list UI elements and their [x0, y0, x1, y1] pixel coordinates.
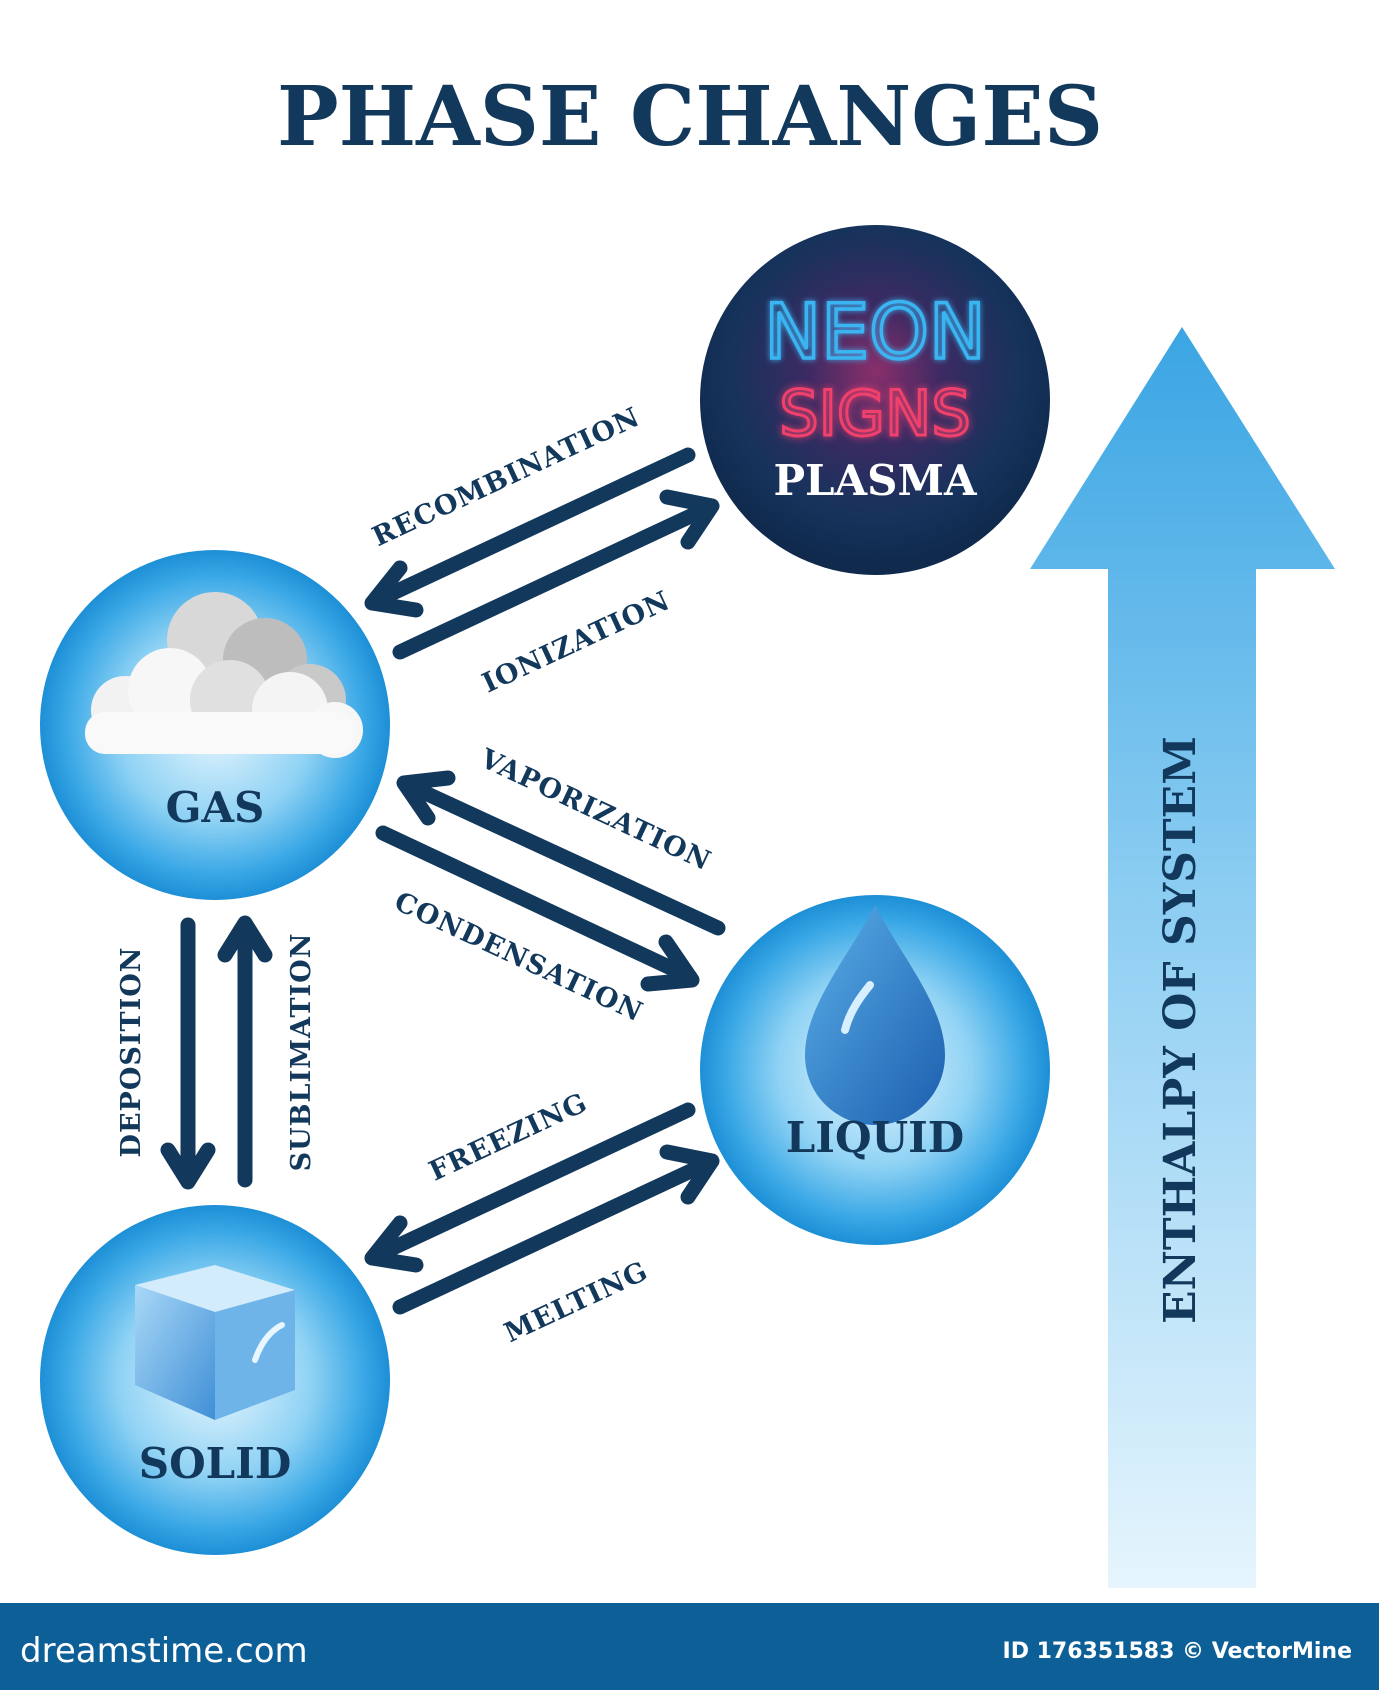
- plasma-label: PLASMA: [773, 456, 978, 505]
- deposition-label: DEPOSITION: [116, 947, 147, 1158]
- gas-sphere: GAS: [40, 550, 390, 900]
- neon-sign-line1: NEON: [764, 287, 986, 376]
- solid-sphere: SOLID: [40, 1205, 390, 1555]
- sublimation-arrow: [217, 915, 273, 1188]
- gas-label: GAS: [166, 783, 265, 832]
- enthalpy-arrow: ENTHALPY OF SYSTEM: [1030, 327, 1335, 1588]
- page-title: PHASE CHANGES: [277, 69, 1103, 165]
- liquid-label: LIQUID: [786, 1113, 964, 1162]
- freezing-arrow: [364, 1102, 696, 1273]
- melting-arrow: [392, 1144, 720, 1315]
- neon-sign-line2: SIGNS: [779, 377, 970, 450]
- ice-cube-icon: [135, 1265, 295, 1420]
- recombination-arrow: [364, 447, 696, 618]
- cloud-icon: [85, 592, 363, 758]
- plasma-sphere: NEON SIGNS PLASMA: [700, 225, 1050, 575]
- condensation-arrow: [375, 825, 700, 992]
- vaporization-arrow: [396, 770, 726, 936]
- vaporization-label: VAPORIZATION: [474, 743, 715, 878]
- ionization-arrow: [392, 489, 720, 660]
- water-drop-icon: [805, 905, 945, 1125]
- deposition-arrow: [160, 917, 216, 1190]
- enthalpy-label: ENTHALPY OF SYSTEM: [1155, 736, 1206, 1324]
- solid-label: SOLID: [139, 1439, 292, 1488]
- condensation-label: CONDENSATION: [390, 886, 648, 1028]
- footer-credit: ID 176351583 © VectorMine: [1003, 1639, 1352, 1664]
- footer-bar: dreamstime.com ID 176351583 © VectorMine: [0, 1603, 1379, 1690]
- recombination-label: RECOMBINATION: [368, 402, 645, 553]
- sublimation-label: SUBLIMATION: [286, 933, 317, 1172]
- footer-logo: dreamstime.com: [20, 1631, 308, 1671]
- melting-label: MELTING: [500, 1256, 653, 1349]
- liquid-sphere: LIQUID: [700, 895, 1050, 1245]
